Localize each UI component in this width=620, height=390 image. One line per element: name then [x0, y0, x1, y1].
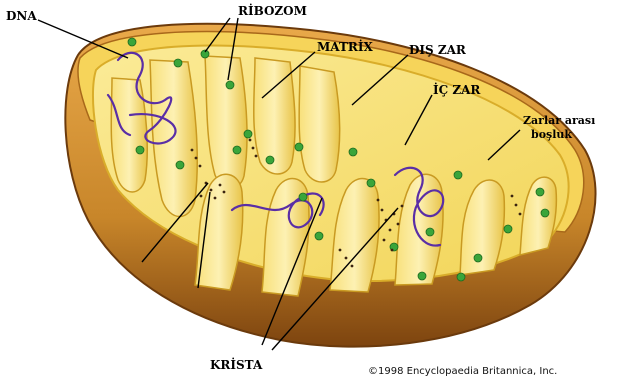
label-crista: KRİSTA	[210, 358, 262, 372]
label-intermembrane-space-line1: Zarlar arası	[523, 114, 595, 128]
copyright-notice: ©1998 Encyclopaedia Britannica, Inc.	[368, 366, 557, 377]
label-intermembrane-space-line2: boşluk	[531, 128, 572, 142]
label-ribozom: RİBOZOM	[238, 4, 307, 18]
label-outer-membrane: DIŞ ZAR	[409, 43, 466, 57]
label-dna: DNA	[6, 9, 37, 23]
label-inner-membrane: İÇ ZAR	[433, 83, 480, 97]
label-matrix: MATRİX	[317, 40, 373, 54]
